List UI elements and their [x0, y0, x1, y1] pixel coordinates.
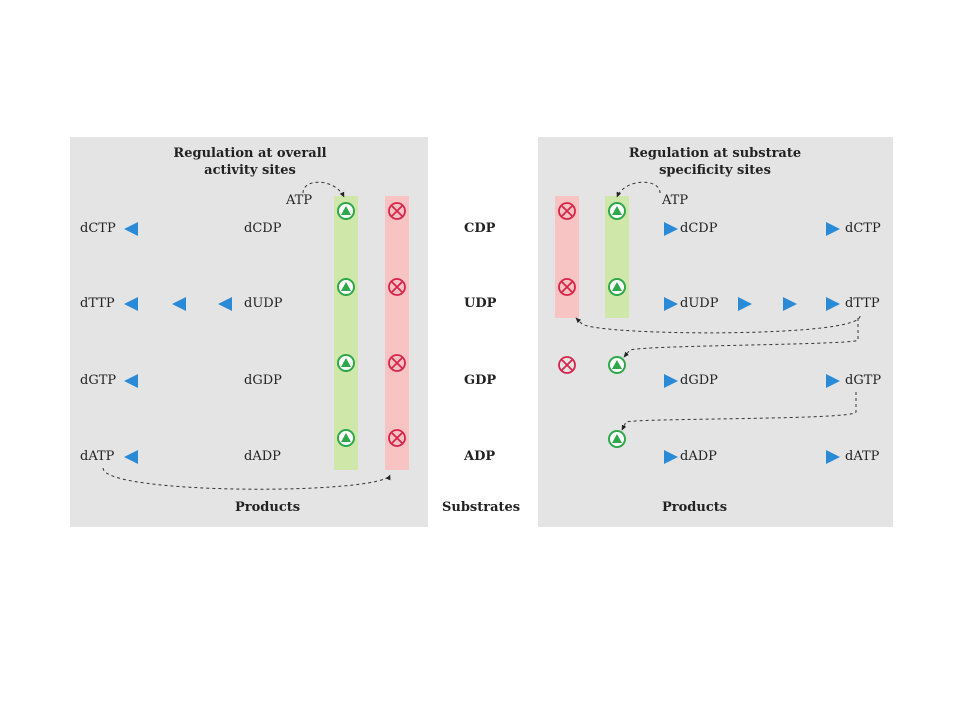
left-effector-label: ATP: [286, 193, 313, 208]
inhibitor-cross-icon: [558, 202, 576, 220]
right-end-product-label: dTTP: [845, 296, 880, 311]
reaction-row-adp: [124, 450, 840, 464]
right-panel-title: Regulation at substrate specificity site…: [628, 146, 802, 178]
activator-triangle-icon: [337, 429, 355, 447]
dashed-arrow-dgtp-feedback: [621, 392, 857, 431]
activator-triangle-icon: [337, 202, 355, 220]
dashed-arrow-atp-right: [616, 181, 661, 198]
inhibitor-cross-icon: [558, 278, 576, 296]
dashed-arrow-dttp-feedback: [575, 315, 861, 334]
left-panel-title: Regulation at overall activity sites: [173, 146, 327, 178]
left-footer-label: Products: [235, 500, 301, 515]
activator-triangle-icon: [608, 356, 626, 374]
activator-triangle-icon: [337, 354, 355, 372]
inhibitor-cross-icon: [388, 278, 406, 296]
activator-triangle-icon: [608, 430, 626, 448]
left-panel: [70, 137, 428, 527]
left-mid-product-label: dADP: [244, 449, 281, 464]
right-end-product-label: dATP: [845, 449, 880, 464]
left-end-product-label: dGTP: [80, 373, 117, 388]
substrate-label: UDP: [464, 296, 497, 311]
left-mid-product-label: dCDP: [244, 221, 282, 236]
left-mid-product-label: dGDP: [244, 373, 282, 388]
reaction-row-udp: [124, 297, 840, 311]
right-panel: [538, 137, 893, 527]
right-mid-product-label: dADP: [680, 449, 717, 464]
dashed-arrow-datp-feedback: [102, 467, 391, 490]
right-effector-label: ATP: [662, 193, 689, 208]
activator-band-left: [334, 196, 358, 470]
inhibitor-band-left: [385, 196, 409, 470]
left-end-product-label: dCTP: [80, 221, 116, 236]
substrate-label: GDP: [464, 373, 497, 388]
reaction-row-gdp: [124, 374, 840, 388]
right-end-product-label: dGTP: [845, 373, 882, 388]
left-mid-product-label: dUDP: [244, 296, 283, 311]
left-end-product-label: dATP: [80, 449, 115, 464]
right-mid-product-label: dGDP: [680, 373, 718, 388]
dashed-arrow-dttp-feedback-2: [623, 318, 859, 358]
center-footer-label: Substrates: [442, 500, 521, 515]
substrate-label: CDP: [464, 221, 496, 236]
activator-triangle-icon: [337, 278, 355, 296]
substrate-label: ADP: [464, 449, 496, 464]
right-mid-product-label: dUDP: [680, 296, 719, 311]
right-mid-product-label: dCDP: [680, 221, 718, 236]
inhibitor-cross-icon: [388, 429, 406, 447]
right-footer-label: Products: [662, 500, 728, 515]
left-end-product-label: dTTP: [80, 296, 115, 311]
activator-triangle-icon: [608, 278, 626, 296]
right-end-product-label: dCTP: [845, 221, 881, 236]
inhibitor-cross-icon: [558, 356, 576, 374]
activator-triangle-icon: [608, 202, 626, 220]
inhibitor-band-right: [555, 196, 579, 318]
reaction-row-cdp: [124, 222, 840, 236]
inhibitor-cross-icon: [388, 354, 406, 372]
inhibitor-cross-icon: [388, 202, 406, 220]
